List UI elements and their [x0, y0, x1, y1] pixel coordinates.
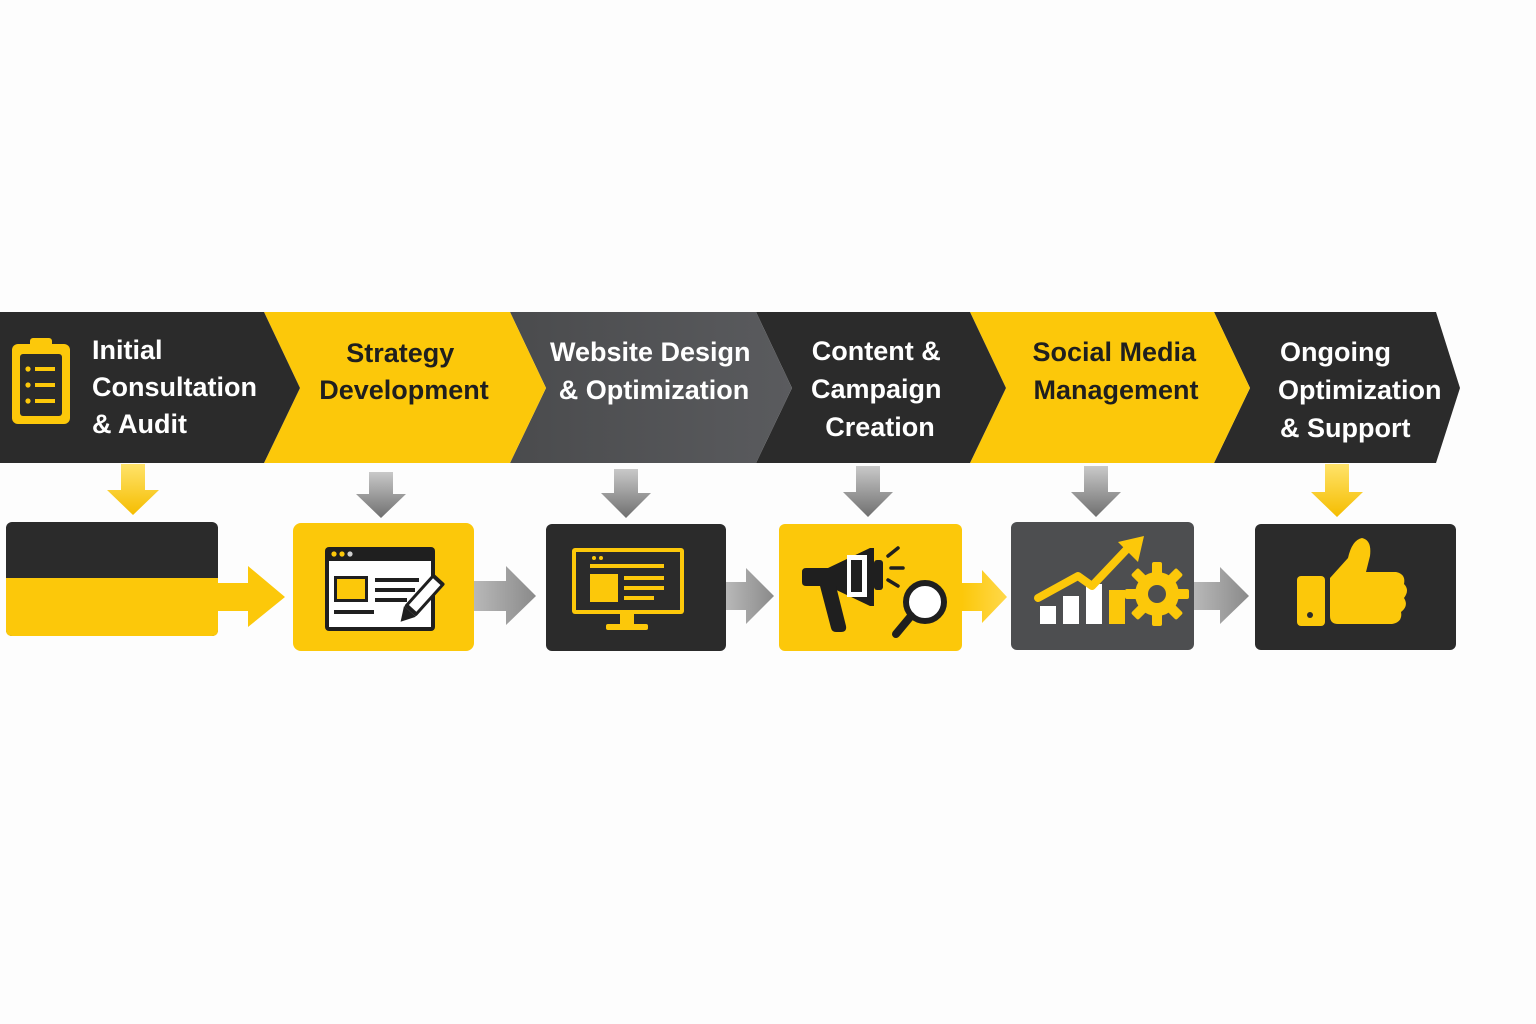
thumbs-up-icon	[1297, 538, 1407, 626]
right-arrow-5	[1194, 567, 1249, 624]
right-arrow-2	[474, 566, 536, 625]
chevron-step-2	[264, 312, 546, 463]
right-arrow-1	[210, 566, 285, 627]
monitor-icon	[572, 548, 684, 630]
chevron-step-3	[510, 312, 792, 463]
down-arrows	[107, 464, 1363, 518]
step-4-label: Content & Campaign Creation	[811, 336, 949, 442]
down-arrow-4	[843, 466, 893, 517]
down-arrow-3	[601, 469, 651, 518]
megaphone-magnifier-icon	[802, 546, 947, 638]
chevron-step-1	[0, 312, 300, 463]
chevron-band	[0, 312, 1460, 463]
down-arrow-1	[107, 464, 159, 515]
down-arrow-5	[1071, 466, 1121, 517]
chevron-step-4	[756, 312, 1006, 463]
clipboard-icon	[12, 338, 70, 424]
right-arrow-3	[726, 568, 774, 624]
step-2-label: Strategy Development	[319, 338, 489, 405]
step-1-box	[6, 522, 285, 636]
chevron-step-5	[970, 312, 1250, 463]
growth-chart-gear-icon	[1034, 536, 1189, 626]
down-arrow-6	[1311, 464, 1363, 517]
step-1-label: Initial Consultation & Audit	[92, 335, 265, 439]
step-5-label: Social Media Management	[1032, 337, 1203, 405]
step-3-label: Website Design & Optimization	[550, 337, 758, 405]
browser-pencil-icon	[325, 547, 445, 631]
gear-icon	[1125, 562, 1189, 626]
right-arrow-4	[962, 570, 1007, 623]
down-arrow-2	[356, 472, 406, 518]
step-5-box	[1011, 522, 1194, 650]
chevron-step-6	[1214, 312, 1460, 463]
step-6-label: Ongoing Optimization & Support	[1278, 337, 1449, 443]
